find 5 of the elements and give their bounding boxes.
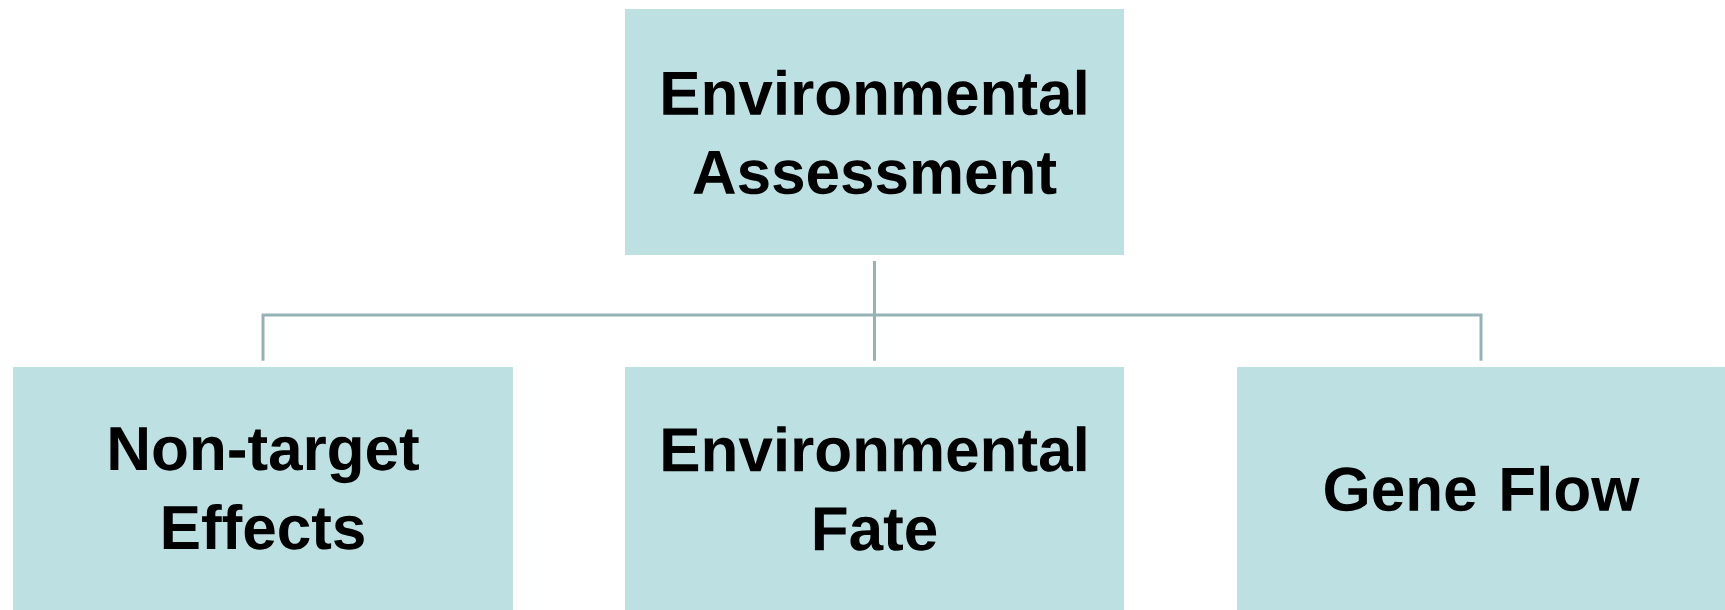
topic-box: Environmental Fate bbox=[625, 367, 1124, 610]
topic-box: Environmental Assessment bbox=[625, 9, 1124, 255]
topic-box: Non-target Effects bbox=[13, 367, 513, 610]
topic-box: Gene Flow bbox=[1237, 367, 1725, 610]
connector bbox=[873, 261, 1483, 361]
